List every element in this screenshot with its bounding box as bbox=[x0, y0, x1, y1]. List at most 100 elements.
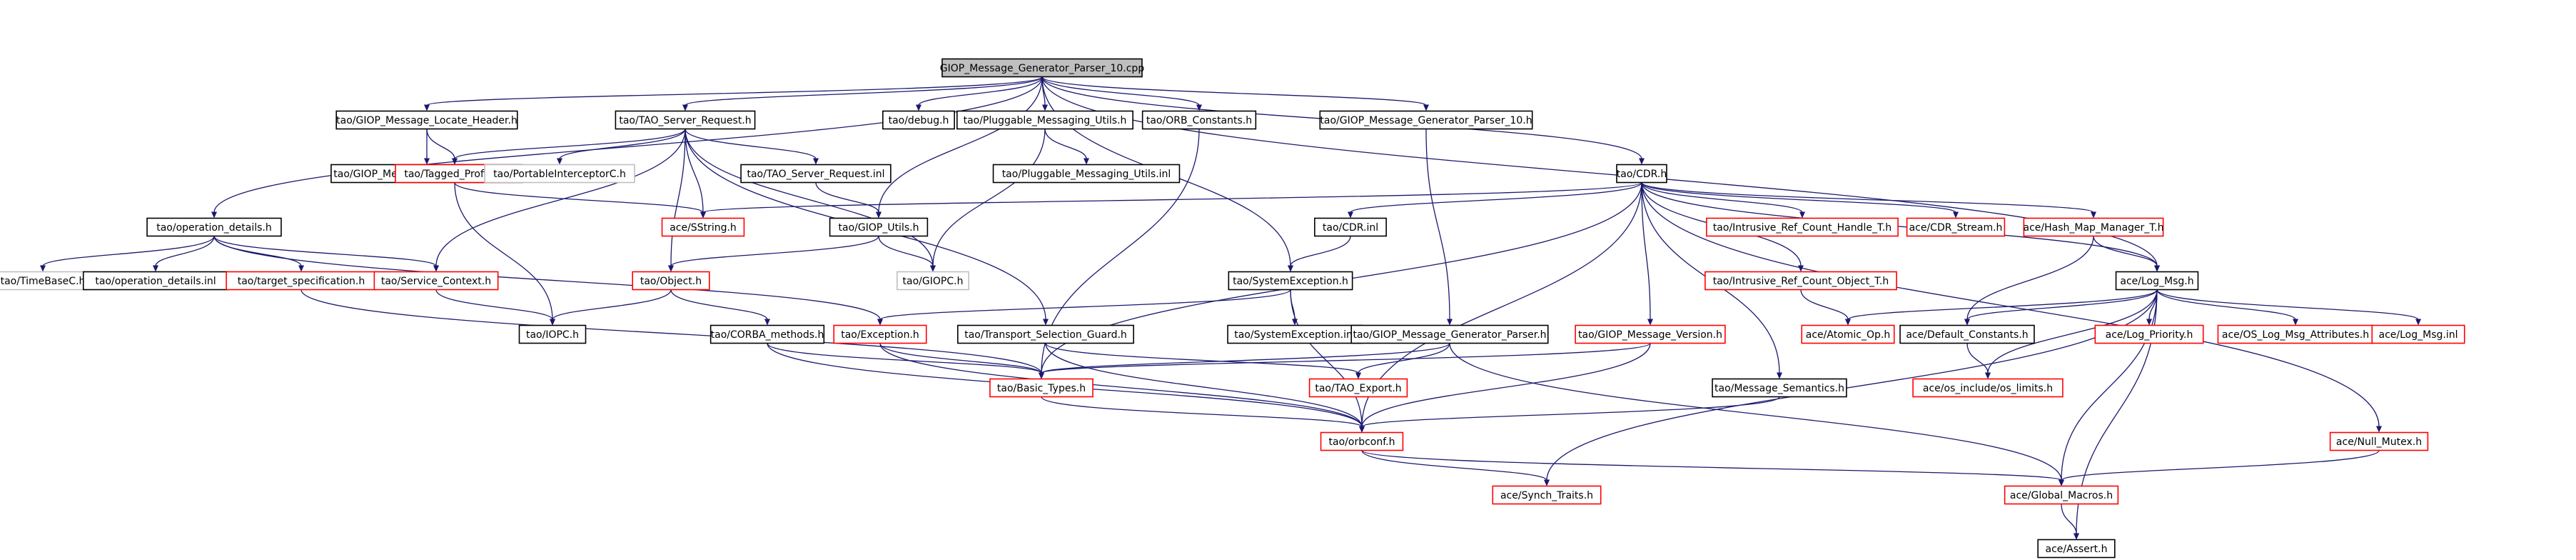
node-label-log_msg: ace/Log_Msg.h bbox=[2120, 276, 2193, 287]
edge-arrowhead-op_details-to-target_spec bbox=[298, 265, 304, 272]
node-box-sys_exc bbox=[1228, 271, 1353, 291]
node-log_msg[interactable]: ace/Log_Msg.h bbox=[2115, 271, 2199, 291]
edge-server_req_inl-to-giop_utils bbox=[815, 182, 879, 213]
node-service_ctx[interactable]: tao/Service_Context.h bbox=[373, 271, 499, 291]
edge-object_h-to-corba_methods bbox=[670, 289, 768, 320]
edge-pluggable-to-giopc bbox=[932, 129, 1046, 266]
edge-cdr_h-to-sstring bbox=[702, 181, 1642, 214]
edges-layer bbox=[40, 76, 2421, 540]
node-iopc[interactable]: tao/IOPC.h bbox=[518, 324, 587, 344]
edge-op_details-to-exception_h bbox=[213, 236, 881, 320]
node-op_details[interactable]: tao/operation_details.h bbox=[146, 217, 282, 237]
node-cdr_stream[interactable]: ace/CDR_Stream.h bbox=[1906, 217, 2006, 237]
node-label-server_req: tao/TAO_Server_Request.h bbox=[619, 115, 751, 126]
node-global_macros[interactable]: ace/Global_Macros.h bbox=[2004, 485, 2119, 505]
edge-arrowhead-server_req-to-portable_ic bbox=[557, 158, 562, 165]
node-sys_exc[interactable]: tao/SystemException.h bbox=[1228, 271, 1353, 291]
edge-log_msg-to-synch_traits bbox=[1546, 289, 2158, 481]
node-box-os_log_attr bbox=[2217, 324, 2374, 344]
edge-intr_obj-to-atomic_op bbox=[1800, 289, 1849, 320]
node-label-corba_methods: tao/CORBA_methods.h bbox=[711, 329, 824, 341]
node-label-default_consts: ace/Default_Constants.h bbox=[1906, 329, 2028, 341]
node-sstring[interactable]: ace/SString.h bbox=[661, 217, 745, 237]
edge-gen_parser_10-to-gen_parser bbox=[1425, 129, 1450, 320]
edge-arrowhead-log_msg-to-log_msg_inl bbox=[2415, 319, 2421, 326]
node-msg_semantics[interactable]: tao/Message_Semantics.h bbox=[1712, 378, 1847, 398]
node-server_req[interactable]: tao/TAO_Server_Request.h bbox=[615, 110, 756, 130]
node-op_details_inl[interactable]: tao/operation_details.inl bbox=[82, 271, 229, 291]
node-pluggable[interactable]: tao/Pluggable_Messaging_Utils.h bbox=[956, 110, 1133, 130]
edge-arrowhead-global_macros-to-assert_h bbox=[2074, 533, 2079, 540]
node-intr_handle[interactable]: tao/Intrusive_Ref_Count_Handle_T.h bbox=[1706, 217, 1899, 237]
node-null_mutex[interactable]: ace/Null_Mutex.h bbox=[2329, 431, 2429, 451]
node-transport_guard[interactable]: tao/Transport_Selection_Guard.h bbox=[957, 324, 1134, 344]
edge-arrowhead-root-to-orb_constants bbox=[1196, 104, 1202, 111]
node-cdr_h[interactable]: tao/CDR.h bbox=[1616, 164, 1667, 184]
node-root: GIOP_Message_Generator_Parser_10.cpp bbox=[940, 58, 1144, 78]
node-box-orb_constants bbox=[1141, 110, 1257, 130]
node-label-transport_guard: tao/Transport_Selection_Guard.h bbox=[964, 329, 1127, 341]
node-giop_utils[interactable]: tao/GIOP_Utils.h bbox=[829, 217, 929, 237]
node-hash_map[interactable]: ace/Hash_Map_Manager_T.h bbox=[2023, 217, 2164, 237]
node-basic_types[interactable]: tao/Basic_Types.h bbox=[989, 378, 1093, 398]
edge-arrowhead-root-to-gen_parser_10 bbox=[1423, 104, 1429, 111]
node-exception_h[interactable]: tao/Exception.h bbox=[833, 324, 927, 344]
edge-arrowhead-op_details-to-service_ctx bbox=[433, 265, 439, 272]
edge-server_req-to-service_ctx bbox=[435, 129, 686, 266]
node-os_log_attr[interactable]: ace/OS_Log_Msg_Attributes.h bbox=[2217, 324, 2374, 344]
node-synch_traits[interactable]: ace/Synch_Traits.h bbox=[1492, 485, 1602, 505]
node-object_h[interactable]: tao/Object.h bbox=[632, 271, 710, 291]
node-gen_parser_10[interactable]: tao/GIOP_Message_Generator_Parser_10.h bbox=[1319, 110, 1533, 130]
node-locate_hdr[interactable]: tao/GIOP_Message_Locate_Header.h bbox=[335, 110, 518, 130]
edge-root-to-server_req bbox=[685, 76, 1043, 106]
edge-arrowhead-cdr_h-to-msg_version bbox=[1647, 319, 1653, 326]
node-atomic_op[interactable]: ace/Atomic_Op.h bbox=[1801, 324, 1895, 344]
edge-op_details-to-op_details_inl bbox=[155, 236, 215, 266]
node-pluggable_inl[interactable]: tao/Pluggable_Messaging_Utils.inl bbox=[992, 164, 1181, 184]
edge-arrowhead-gen_parser_10-to-gen_parser bbox=[1447, 319, 1453, 326]
node-label-tagged_profile: tao/Tagged_Profile.h bbox=[404, 169, 505, 180]
edge-msg_version-to-orbconf bbox=[1361, 343, 1651, 427]
node-server_req_inl[interactable]: tao/TAO_Server_Request.inl bbox=[740, 164, 892, 184]
edge-pluggable-to-pluggable_inl bbox=[1044, 129, 1087, 159]
node-box-hash_map bbox=[2023, 217, 2164, 237]
edge-log_msg-to-default_consts bbox=[1966, 289, 2158, 321]
node-os_limits[interactable]: ace/os_include/os_limits.h bbox=[1912, 378, 2064, 398]
edge-msg_semantics-to-orbconf bbox=[1361, 396, 1780, 428]
node-label-sstring: ace/SString.h bbox=[670, 222, 737, 234]
node-corba_methods[interactable]: tao/CORBA_methods.h bbox=[709, 324, 825, 344]
edge-arrowhead-cdr_h-to-intr_handle bbox=[1799, 211, 1805, 219]
node-label-hash_map: ace/Hash_Map_Manager_T.h bbox=[2023, 222, 2163, 234]
edge-arrowhead-cdr_inl-to-sys_exc bbox=[1288, 265, 1293, 272]
node-box-service_ctx bbox=[373, 271, 499, 291]
node-debug[interactable]: tao/debug.h bbox=[882, 110, 955, 130]
node-box-gen_parser bbox=[1350, 324, 1549, 344]
node-tao_export[interactable]: tao/TAO_Export.h bbox=[1308, 378, 1408, 398]
node-intr_obj[interactable]: tao/Intrusive_Ref_Count_Object_T.h bbox=[1704, 271, 1897, 291]
edge-giop_utils-to-giopc bbox=[878, 236, 934, 266]
node-orb_constants[interactable]: tao/ORB_Constants.h bbox=[1141, 110, 1257, 130]
node-sys_exc_inl[interactable]: tao/SystemException.inl bbox=[1227, 324, 1363, 344]
node-label-object_h: tao/Object.h bbox=[640, 276, 702, 287]
node-gen_parser[interactable]: tao/GIOP_Message_Generator_Parser.h bbox=[1350, 324, 1549, 344]
node-cdr_inl[interactable]: tao/CDR.inl bbox=[1314, 217, 1387, 237]
node-label-basic_types: tao/Basic_Types.h bbox=[997, 383, 1086, 394]
node-default_consts[interactable]: ace/Default_Constants.h bbox=[1899, 324, 2035, 344]
node-assert_h[interactable]: ace/Assert.h bbox=[2037, 539, 2116, 559]
node-log_priority[interactable]: ace/Log_Priority.h bbox=[2094, 324, 2204, 344]
node-label-intr_obj: tao/Intrusive_Ref_Count_Object_T.h bbox=[1713, 276, 1889, 287]
node-box-gen_parser_10 bbox=[1319, 110, 1533, 130]
node-label-os_limits: ace/os_include/os_limits.h bbox=[1923, 383, 2053, 394]
node-label-server_req_inl: tao/TAO_Server_Request.inl bbox=[747, 169, 884, 180]
node-log_msg_inl[interactable]: ace/Log_Msg.inl bbox=[2371, 324, 2465, 344]
edge-root-to-giop_utils bbox=[878, 76, 1043, 213]
node-box-log_msg bbox=[2115, 271, 2199, 291]
node-label-log_priority: ace/Log_Priority.h bbox=[2106, 329, 2193, 341]
node-msg_version[interactable]: tao/GIOP_Message_Version.h bbox=[1575, 324, 1726, 344]
edge-arrowhead-cdr_h-to-cdr_inl bbox=[1348, 211, 1353, 219]
edge-arrowhead-tagged_profile-to-sstring bbox=[700, 211, 706, 219]
node-target_spec[interactable]: tao/target_specification.h bbox=[226, 271, 377, 291]
node-orbconf[interactable]: tao/orbconf.h bbox=[1320, 431, 1404, 451]
edge-arrowhead-msg_semantics-to-orbconf bbox=[1359, 426, 1365, 433]
edge-arrowhead-object_h-to-iopc bbox=[550, 319, 555, 326]
